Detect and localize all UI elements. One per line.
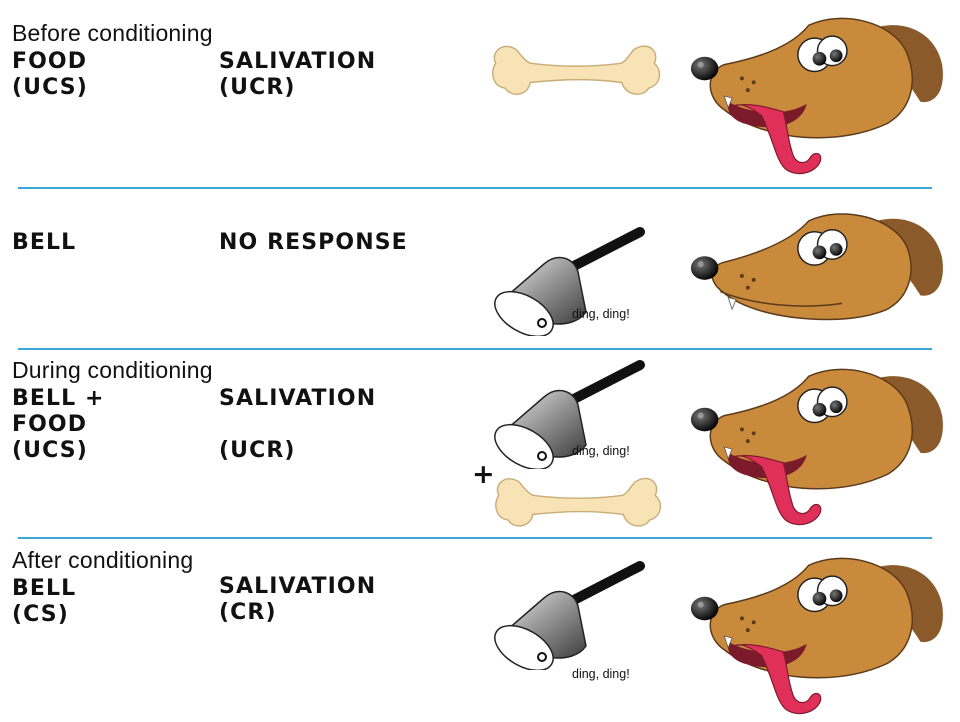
panel-during-conditioning: During conditioning BELL + FOOD (UCS) SA… [0,351,960,536]
bone-icon [490,38,662,106]
stimulus-label: BELL [12,230,76,256]
panel-heading: Before conditioning [12,20,213,46]
stimulus-label: BELL (CS) [12,576,76,628]
salivating-dog-icon [685,12,950,182]
response-line: NO RESPONSE [219,230,408,255]
panel-bell-no-response: BELL NO RESPONSE ding, ding! [0,190,960,347]
bell-icon: ding, ding! [488,359,678,469]
response-label: NO RESPONSE [219,230,408,256]
section-divider [18,348,932,350]
salivating-dog-icon [685,363,950,533]
bone-icon [492,471,664,537]
section-divider [18,187,932,189]
bell-icon: ding, ding! [488,226,678,336]
stimulus-label: BELL + FOOD (UCS) [12,386,105,464]
section-divider [18,537,932,539]
response-label: (UCR) [219,438,296,463]
plus-icon: + [472,459,495,490]
response-line: (CR) [219,600,277,625]
response-label: SALIVATION (UCR) [219,49,376,101]
stimulus-line: FOOD [12,49,88,74]
ding-text: ding, ding! [572,307,630,321]
bell-icon: ding, ding! [488,560,678,670]
response-line: SALIVATION [219,49,377,74]
calm-dog-icon [685,206,950,336]
ding-text: ding, ding! [572,667,630,681]
stimulus-line: (UCS) [12,438,88,463]
stimulus-label: FOOD (UCS) [12,49,88,101]
response-line: (UCR) [219,75,296,100]
stimulus-line: (CS) [12,602,69,627]
panel-heading: During conditioning [12,357,213,383]
response-label: SALIVATION [219,386,377,411]
panel-heading: After conditioning [12,547,194,573]
stimulus-line: FOOD [12,412,88,437]
stimulus-line: BELL + [12,386,105,411]
stimulus-line: BELL [12,576,77,601]
salivating-dog-icon [685,552,950,722]
stimulus-line: BELL [12,230,77,255]
response-line: SALIVATION [219,574,377,599]
response-label: SALIVATION (CR) [219,574,376,626]
panel-before-conditioning: Before conditioning FOOD (UCS) SALIVATIO… [0,0,960,186]
panel-after-conditioning: After conditioning BELL (CS) SALIVATION … [0,540,960,720]
stimulus-line: (UCS) [12,75,88,100]
ding-text: ding, ding! [572,444,630,458]
